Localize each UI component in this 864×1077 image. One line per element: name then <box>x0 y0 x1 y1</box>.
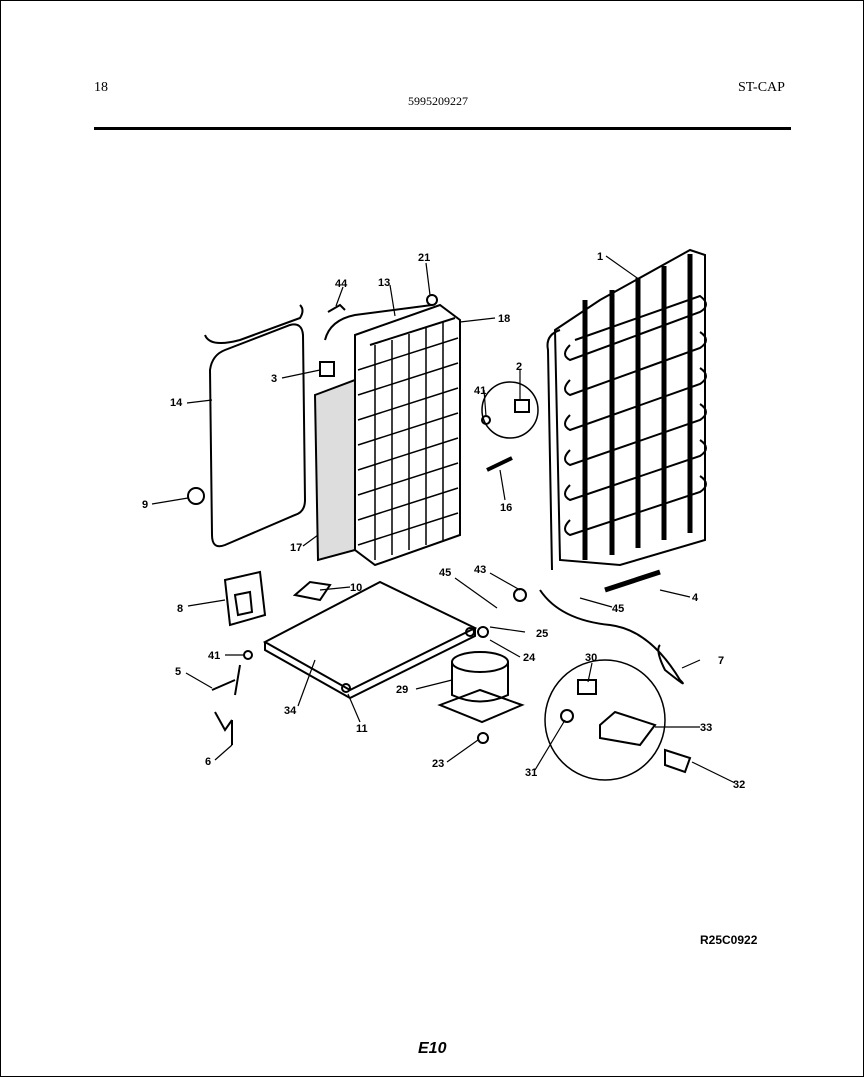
leader-lines <box>151 255 736 784</box>
callout-45-a: 45 <box>439 567 451 579</box>
detail-circle-2 <box>481 381 539 439</box>
callout-1: 1 <box>597 251 603 263</box>
heater-loop <box>204 304 307 548</box>
reference-code: R25C0922 <box>700 933 758 947</box>
callout-43: 43 <box>474 564 486 576</box>
callout-17: 17 <box>290 542 302 554</box>
callout-21: 21 <box>418 252 430 264</box>
condenser-coil <box>546 248 707 571</box>
part-31 <box>560 709 574 723</box>
filter-panel <box>313 378 356 562</box>
evaporator <box>354 303 461 567</box>
callout-labels: 1 2 3 4 5 6 7 8 9 10 11 13 14 16 17 18 2… <box>142 251 745 791</box>
callout-11: 11 <box>356 723 368 735</box>
tube-part-13 <box>324 304 433 341</box>
callout-10: 10 <box>350 582 362 594</box>
callout-41-a: 41 <box>208 650 220 662</box>
base-plate <box>262 580 478 700</box>
callout-23: 23 <box>432 758 444 770</box>
header-rule <box>94 127 791 130</box>
callout-9: 9 <box>142 499 148 511</box>
footer-code: E10 <box>418 1040 447 1057</box>
compressor <box>437 626 525 744</box>
part-43 <box>513 588 527 602</box>
callout-33: 33 <box>700 722 712 734</box>
callout-31: 31 <box>525 767 537 779</box>
grommet-part-9 <box>187 487 205 505</box>
callout-3: 3 <box>271 373 277 385</box>
callout-6: 6 <box>205 756 211 768</box>
clip-part-44 <box>327 303 346 313</box>
detail-circle-electrical <box>544 659 666 781</box>
relay-part-30 <box>577 679 597 695</box>
callout-13: 13 <box>378 277 390 289</box>
overload-part-33 <box>599 710 657 747</box>
callout-5: 5 <box>175 666 181 678</box>
callout-29: 29 <box>396 684 408 696</box>
callout-32: 32 <box>733 779 745 791</box>
callout-24: 24 <box>523 652 536 664</box>
part-41 <box>243 650 253 660</box>
part-21 <box>426 294 438 306</box>
part-number: 5995209227 <box>408 94 468 108</box>
callout-8: 8 <box>177 603 183 615</box>
callout-44: 44 <box>335 278 348 290</box>
callout-7: 7 <box>718 655 724 667</box>
capillary-tube-part-7 <box>539 589 684 685</box>
screw-part-5 <box>211 664 241 696</box>
screw-part-6 <box>214 711 233 745</box>
callout-45-b: 45 <box>612 603 624 615</box>
bracket-part-8 <box>223 570 267 627</box>
bracket-part-10 <box>292 580 332 602</box>
page-number: 18 <box>94 80 108 95</box>
callout-2: 2 <box>516 361 522 373</box>
callout-41-b: 41 <box>474 385 486 397</box>
clip-part-32 <box>664 748 692 774</box>
callout-16: 16 <box>500 502 512 514</box>
clamp-part-2 <box>514 399 530 413</box>
callout-30: 30 <box>585 652 597 664</box>
callout-14: 14 <box>170 397 183 409</box>
callout-4: 4 <box>692 592 699 604</box>
callout-25: 25 <box>536 628 548 640</box>
part-16 <box>486 456 513 472</box>
callout-34: 34 <box>284 705 297 717</box>
clip-part-3 <box>319 361 335 377</box>
model-code: ST-CAP <box>738 80 785 95</box>
callout-18: 18 <box>498 313 510 325</box>
drier-part-4 <box>604 569 661 593</box>
